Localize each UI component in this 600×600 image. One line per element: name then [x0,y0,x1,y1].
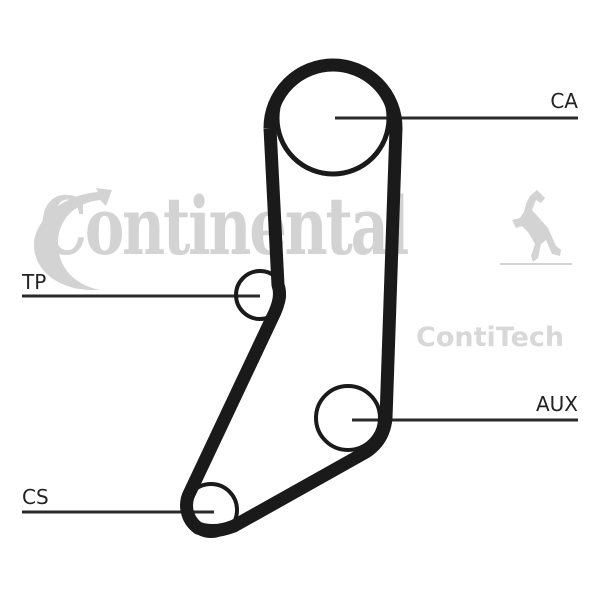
ca-label: CA [550,89,578,113]
cs-label: CS [22,485,49,509]
continental-logo-text: Continental [40,179,409,273]
continental-c-swoosh-icon [34,188,112,290]
contitech-logo-text: ContiTech [416,322,565,353]
timing-belt [180,58,403,538]
rearing-horse-icon [500,190,572,265]
aux-label: AUX [535,392,578,416]
tp-label: TP [22,270,47,294]
